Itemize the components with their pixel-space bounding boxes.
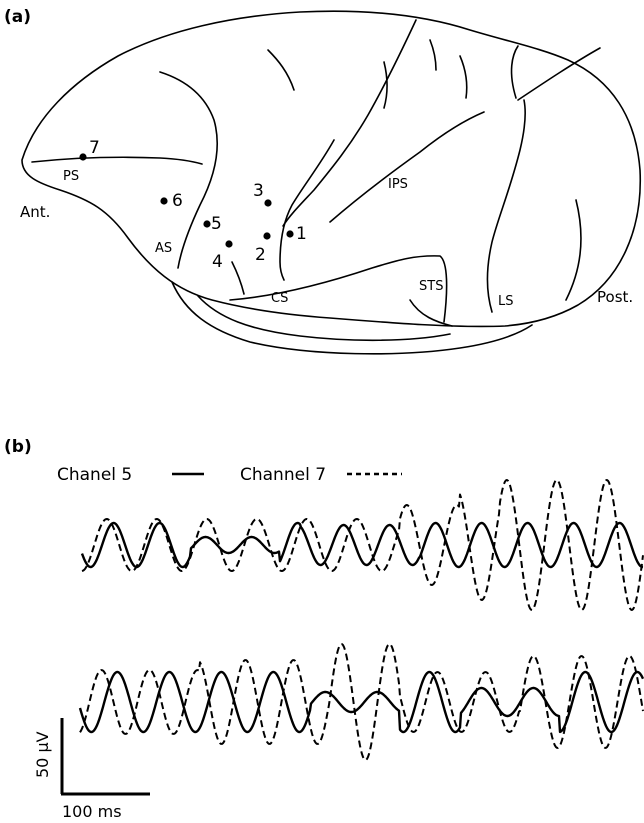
electrode-6-label: 6: [172, 191, 183, 211]
panel-a-label: (a): [4, 7, 31, 27]
label-ls: LS: [498, 294, 514, 309]
trace-2-channel-7: [80, 644, 643, 760]
scale-bar-time-label: 100 ms: [62, 802, 122, 821]
electrode-4-label: 4: [212, 252, 223, 272]
label-ps: PS: [63, 169, 79, 184]
electrode-2: 2: [255, 232, 271, 265]
sulcus-ls: [488, 100, 526, 312]
electrode-2-label: 2: [255, 245, 266, 265]
electrode-7-label: 7: [89, 138, 100, 158]
sulcus-short-5: [232, 262, 244, 294]
electrode-5-label: 5: [211, 214, 222, 234]
scale-bar-voltage-label: 50 µV: [33, 731, 52, 778]
electrode-5: 5: [203, 214, 221, 234]
label-cs: CS: [271, 291, 288, 306]
label-sts: STS: [419, 279, 443, 294]
trace-2-channel-5: [80, 672, 643, 732]
label-ips: IPS: [388, 177, 408, 192]
sulcus-long-diagonal: [283, 20, 416, 226]
sulcus-as: [160, 72, 217, 268]
sulcus-sts: [230, 256, 447, 322]
temporal-lower-contour: [172, 282, 532, 354]
sulcus-short-4: [460, 56, 467, 98]
label-as: AS: [155, 241, 172, 256]
sulcus-short-3: [430, 40, 436, 70]
label-posterior: Post.: [597, 288, 633, 306]
sulcus-short-1: [268, 50, 294, 90]
legend-solid-label: Chanel 5: [57, 465, 132, 485]
electrode-1-label: 1: [296, 224, 307, 244]
electrode-3: 3: [253, 181, 272, 207]
sulcus-ps: [32, 157, 202, 164]
electrode-4: 4: [212, 240, 233, 272]
brain-drawing: [22, 11, 640, 354]
electrode-1: 1: [286, 224, 306, 244]
trace-1-channel-5: [82, 523, 643, 567]
sulcus-ips: [330, 112, 484, 222]
legend-dashed-label: Channel 7: [240, 465, 326, 485]
occipital-ridge: [512, 46, 518, 98]
electrode-6: 6: [160, 191, 182, 211]
electrode-7: 7: [79, 138, 99, 161]
panel-b-label: (b): [4, 437, 32, 457]
electrode-3-label: 3: [253, 181, 264, 201]
label-anterior: Ant.: [20, 203, 50, 221]
occipital-crease: [566, 200, 581, 300]
sulcus-cs: [280, 140, 334, 280]
trace-1-channel-7: [82, 480, 643, 610]
